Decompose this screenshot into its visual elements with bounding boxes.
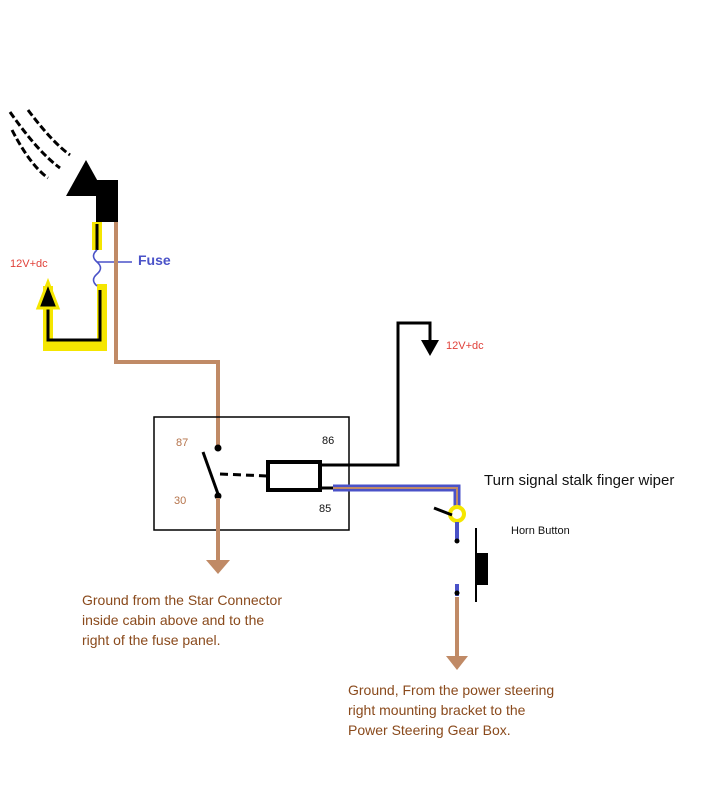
voltage-label-left: 12V+dc — [10, 258, 48, 270]
horn-button-icon — [454, 522, 488, 602]
wire-85-core — [333, 487, 458, 511]
ground-arrow-icon — [206, 560, 230, 574]
wire-horn-to-87 — [114, 222, 220, 446]
ground-note-relay-line: Ground from the Star Connector — [82, 592, 282, 608]
relay-box — [153, 416, 350, 531]
turn-signal-label: Turn signal stalk finger wiper — [484, 472, 675, 489]
wire-12v-to-86 — [347, 321, 432, 467]
relay-switch-icon — [201, 444, 269, 500]
relay-coil-icon — [266, 460, 347, 492]
sound-waves-icon — [8, 109, 71, 180]
ground-note-relay: Ground from the Star Connector inside ca… — [82, 590, 282, 650]
horn-icon — [66, 160, 118, 222]
ground-note-horn-line: right mounting bracket to the — [348, 702, 526, 718]
pin-87-label: 87 — [176, 437, 189, 449]
ground-arrow-icon — [446, 656, 468, 670]
voltage-label-right: 12V+dc — [446, 340, 484, 352]
wiper-finger — [433, 506, 453, 517]
supply-arrow-icon — [421, 340, 439, 356]
power-arrow-icon — [35, 277, 61, 310]
pin-86-label: 86 — [322, 435, 335, 447]
fuse-icon — [92, 249, 132, 287]
ground-note-horn-line: Power Steering Gear Box. — [348, 722, 511, 738]
pin-85-label: 85 — [319, 503, 332, 515]
fuse-label: Fuse — [138, 252, 171, 268]
ground-note-horn: Ground, From the power steering right mo… — [348, 680, 554, 740]
ground-note-horn-line: Ground, From the power steering — [348, 682, 555, 698]
ground-note-relay-line: right of the fuse panel. — [82, 632, 221, 648]
ground-note-relay-line: inside cabin above and to the — [82, 612, 265, 628]
wire-85-to-switch — [333, 484, 461, 511]
pin-30-label: 30 — [174, 495, 187, 507]
horn-button-label: Horn Button — [511, 525, 570, 537]
power-feed-wire — [43, 222, 107, 351]
